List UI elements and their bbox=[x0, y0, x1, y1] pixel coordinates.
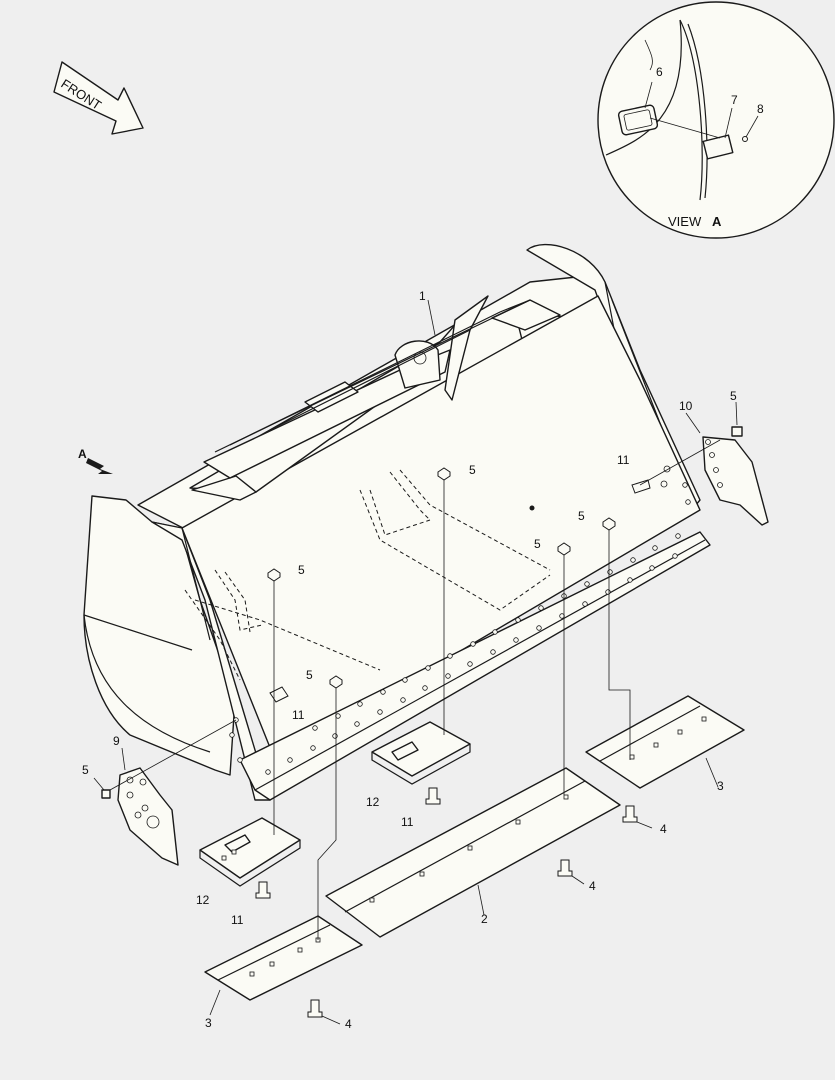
callout-11-b: 11 bbox=[401, 815, 414, 829]
callout-4-center: 4 bbox=[589, 879, 596, 893]
wear-plate-left bbox=[199, 817, 301, 887]
bucket-body bbox=[83, 243, 711, 801]
wear-plate-center bbox=[371, 721, 471, 785]
callout-5-a: 5 bbox=[298, 563, 305, 577]
callout-11-a: 11 bbox=[292, 708, 305, 722]
callout-10: 10 bbox=[679, 399, 693, 413]
view-a-pointer: A bbox=[78, 447, 113, 474]
callout-4-left: 4 bbox=[345, 1017, 352, 1031]
callout-7: 7 bbox=[731, 93, 738, 107]
callout-3-right: 3 bbox=[717, 779, 724, 793]
callout-3-left: 3 bbox=[205, 1016, 212, 1030]
callout-4-right: 4 bbox=[660, 822, 667, 836]
end-bit-right bbox=[585, 695, 745, 789]
view-letter: A bbox=[712, 214, 722, 229]
callout-5-c: 5 bbox=[469, 463, 476, 477]
callout-9: 9 bbox=[113, 734, 120, 748]
cutting-edge-bolt-holes bbox=[229, 465, 691, 775]
assembly-lines bbox=[93, 299, 738, 1025]
callout-12-center: 12 bbox=[366, 795, 380, 809]
callout-8: 8 bbox=[757, 102, 764, 116]
view-label: VIEW bbox=[668, 214, 702, 229]
side-cutter-left bbox=[101, 767, 179, 866]
callout-12-left: 12 bbox=[196, 893, 210, 907]
callout-11-c: 11 bbox=[231, 913, 244, 927]
callout-2: 2 bbox=[481, 912, 488, 926]
view-a-detail: 6 7 8 VIEW A bbox=[597, 1, 835, 239]
front-arrow: FRONT bbox=[53, 61, 144, 135]
side-cutter-right bbox=[702, 426, 769, 526]
callouts: 1 2 3 3 4 4 4 5 5 5 5 5 5 5 9 10 11 11 1… bbox=[82, 289, 737, 1031]
callout-5-d: 5 bbox=[534, 537, 541, 551]
end-bit-left bbox=[204, 915, 363, 1001]
callout-5-f: 5 bbox=[82, 763, 89, 777]
callout-11-d: 11 bbox=[617, 453, 630, 467]
callout-1: 1 bbox=[419, 289, 426, 303]
callout-5-e: 5 bbox=[578, 509, 585, 523]
callout-5-b: 5 bbox=[306, 668, 313, 682]
callout-6: 6 bbox=[656, 65, 663, 79]
view-arrow-label: A bbox=[78, 447, 87, 461]
callout-5-g: 5 bbox=[730, 389, 737, 403]
cutting-edge-center bbox=[325, 767, 621, 938]
